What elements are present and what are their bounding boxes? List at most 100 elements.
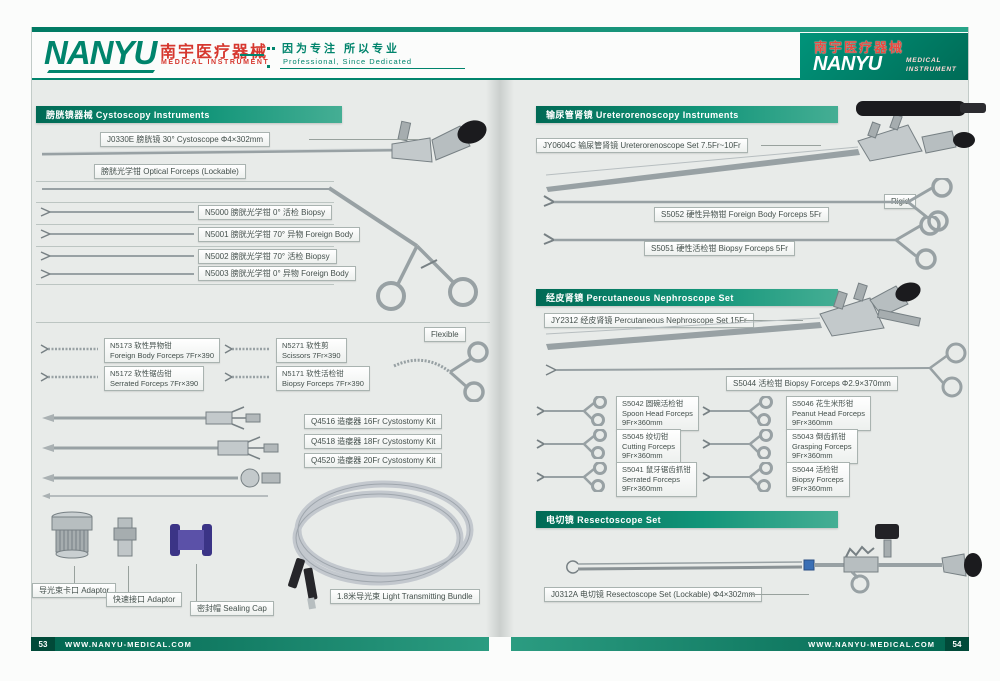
label-line: Serrated Forceps 7Fr×390 (110, 378, 199, 388)
slogan-cn: 因为专注 所以专业 (282, 43, 401, 55)
label-line: N5271 软性剪 (282, 341, 329, 350)
label-s5052: S5052 硬性异物钳 Foreign Body Forceps 5Fr (654, 207, 829, 222)
label-q4520: Q4520 造瘘器 20Fr Cystostomy Kit (304, 453, 443, 468)
footer-url-left: WWW.NANYU-MEDICAL.COM (65, 639, 192, 649)
label-line: N5173 软性异物钳 (110, 341, 172, 350)
section-title-cystoscopy: 膀胱镜器械 Cystoscopy Instruments (36, 106, 342, 123)
cystostomy-kit-illustration (42, 406, 281, 499)
label-s5041: S5041 鼠牙锯齿抓钳 Serrated Forceps 9Fr×360mm (616, 462, 697, 497)
label-ureteroscope: JY0604C 输尿管肾镜 Ureterorenoscope Set 7.5Fr… (536, 138, 748, 153)
leader-line (128, 566, 129, 592)
label-s5044-long: S5044 活检钳 Biopsy Forceps Φ2.9×370mm (726, 376, 898, 391)
separator-line (36, 284, 334, 285)
section-title-resectoscope: 电切镜 Resectoscope Set (536, 511, 838, 528)
label-line: 9Fr×360mm (622, 418, 663, 427)
label-s5051: S5051 硬性活检钳 Biopsy Forceps 5Fr (644, 241, 795, 256)
label-line: S5044 活检钳 (792, 465, 839, 474)
ureteroscope-illustration (545, 101, 986, 192)
label-s5043: S5043 倒齿抓钳 Grasping Forceps 9Fr×360mm (786, 429, 858, 464)
label-resectoscope: J0312A 电切镜 Resectoscope Set (Lockable) Φ… (544, 587, 763, 602)
brand-name-cn: 南宇医疗器械 (160, 44, 269, 61)
optical-forceps-row-illustration (40, 251, 194, 261)
right-page-edge (968, 27, 969, 651)
grid-forceps-illustration (702, 396, 773, 426)
grid-forceps-illustration (702, 462, 773, 492)
right-word-instrument: INSTRUMENT (906, 66, 957, 73)
label-optical-forceps: 膀胱光学钳 Optical Forceps (Lockable) (94, 164, 246, 179)
right-word-medical: MEDICAL (906, 57, 942, 64)
label-q4518: Q4518 造瘘器 18Fr Cystostomy Kit (304, 434, 443, 449)
label-line: S5045 绞切钳 (622, 432, 669, 441)
slogan-dash (240, 54, 264, 56)
label-q4516: Q4516 造瘘器 16Fr Cystostomy Kit (304, 414, 443, 429)
label-line: 9Fr×360mm (792, 484, 833, 493)
separator-line (36, 224, 334, 225)
grid-forceps-illustration (536, 429, 607, 459)
header-divider-rule (31, 78, 969, 80)
flexible-forceps-illustration (393, 341, 489, 402)
page-fold-shadow (486, 80, 514, 637)
optical-forceps-rod (42, 188, 332, 190)
flexible-mini-illustration (224, 344, 270, 354)
sealing-cap-illustration (170, 524, 212, 556)
separator-line (36, 181, 334, 182)
label-line: Cutting Forceps (622, 441, 675, 451)
label-n5002: N5002 膀胱光学钳 70° 活检 Biopsy (198, 249, 337, 264)
label-line: Spoon Head Forceps (622, 408, 693, 418)
right-logo-block: 南宇医疗器械 NANYU MEDICAL INSTRUMENT (800, 33, 968, 80)
right-brand-name-cn: 南宇医疗器械 (814, 40, 905, 55)
leader-line (749, 594, 809, 595)
label-quick-connector: 快速接口 Adaptor (106, 592, 183, 607)
label-n5001: N5001 膀胱光学钳 70° 异物 Foreign Body (198, 227, 361, 242)
long-biopsy-forceps-illustration (545, 342, 967, 398)
label-flexible: Flexible (424, 327, 466, 342)
brand-subtitle: MEDICAL INSTRUMENT (161, 59, 270, 66)
resectoscope-illustration (566, 524, 982, 594)
nanyu-logo: NANYU (44, 34, 157, 71)
grid-forceps-illustration (702, 429, 773, 459)
label-n5173: N5173 软性异物钳 Foreign Body Forceps 7Fr×390 (104, 338, 221, 363)
quick-connector-illustration (113, 517, 137, 557)
grid-forceps-illustration (536, 396, 607, 426)
flexible-mini-illustration (40, 372, 98, 382)
section-title-nephroscope: 经皮肾镜 Percutaneous Nephroscope Set (536, 289, 838, 306)
slogan-deco-squares (266, 38, 278, 74)
label-s5044-short: S5044 活检钳 Biopsy Forceps 9Fr×360mm (786, 462, 850, 497)
top-accent-strip (31, 27, 969, 32)
label-line: 9Fr×360mm (792, 451, 833, 460)
section-title-ureterorenoscopy: 输尿管肾镜 Ureterorenoscopy Instruments (536, 106, 838, 123)
logo-underline (46, 70, 156, 73)
label-s5042: S5042 圆碗活检钳 Spoon Head Forceps 9Fr×360mm (616, 396, 699, 431)
label-line: S5041 鼠牙锯齿抓钳 (622, 465, 691, 474)
leader-line (309, 139, 419, 140)
label-line: 9Fr×360mm (792, 418, 833, 427)
label-line: Biopsy Forceps (792, 474, 844, 484)
label-sealing-cap: 密封帽 Sealing Cap (190, 601, 274, 616)
flexible-mini-illustration (224, 372, 270, 382)
label-line: Peanut Head Forceps (792, 408, 865, 418)
cystoscope-illustration (41, 120, 487, 163)
label-line: Scissors 7Fr×390 (282, 350, 341, 360)
label-s5045: S5045 绞切钳 Cutting Forceps 9Fr×360mm (616, 429, 681, 464)
label-line: N5171 软性活检钳 (282, 369, 344, 378)
label-n5000: N5000 膀胱光学钳 0° 活检 Biopsy (198, 205, 333, 220)
separator-line (36, 322, 490, 323)
slogan-en: Professional, Since Dedicated (283, 57, 413, 66)
label-line: Grasping Forceps (792, 441, 852, 451)
nephroscope-illustration (545, 282, 921, 350)
left-page-edge (31, 27, 32, 651)
page-number-left: 53 (31, 637, 55, 651)
label-line: N5172 软性锯齿钳 (110, 369, 172, 378)
light-bundle-illustration (288, 480, 474, 610)
label-line: Serrated Forceps (622, 474, 680, 484)
optical-forceps-row-illustration (40, 207, 194, 217)
leader-line (196, 564, 197, 601)
label-line: 9Fr×360mm (622, 451, 663, 460)
label-cystoscope: J0330E 膀胱镜 30° Cystoscope Φ4×302mm (100, 132, 271, 147)
page-number-right: 54 (945, 637, 969, 651)
label-n5172: N5172 软性锯齿钳 Serrated Forceps 7Fr×390 (104, 366, 205, 391)
label-n5171: N5171 软性活检钳 Biopsy Forceps 7Fr×390 (276, 366, 370, 391)
label-line: S5043 倒齿抓钳 (792, 432, 846, 441)
label-line: Biopsy Forceps 7Fr×390 (282, 378, 364, 388)
rigid-forceps-illustration (543, 216, 941, 270)
